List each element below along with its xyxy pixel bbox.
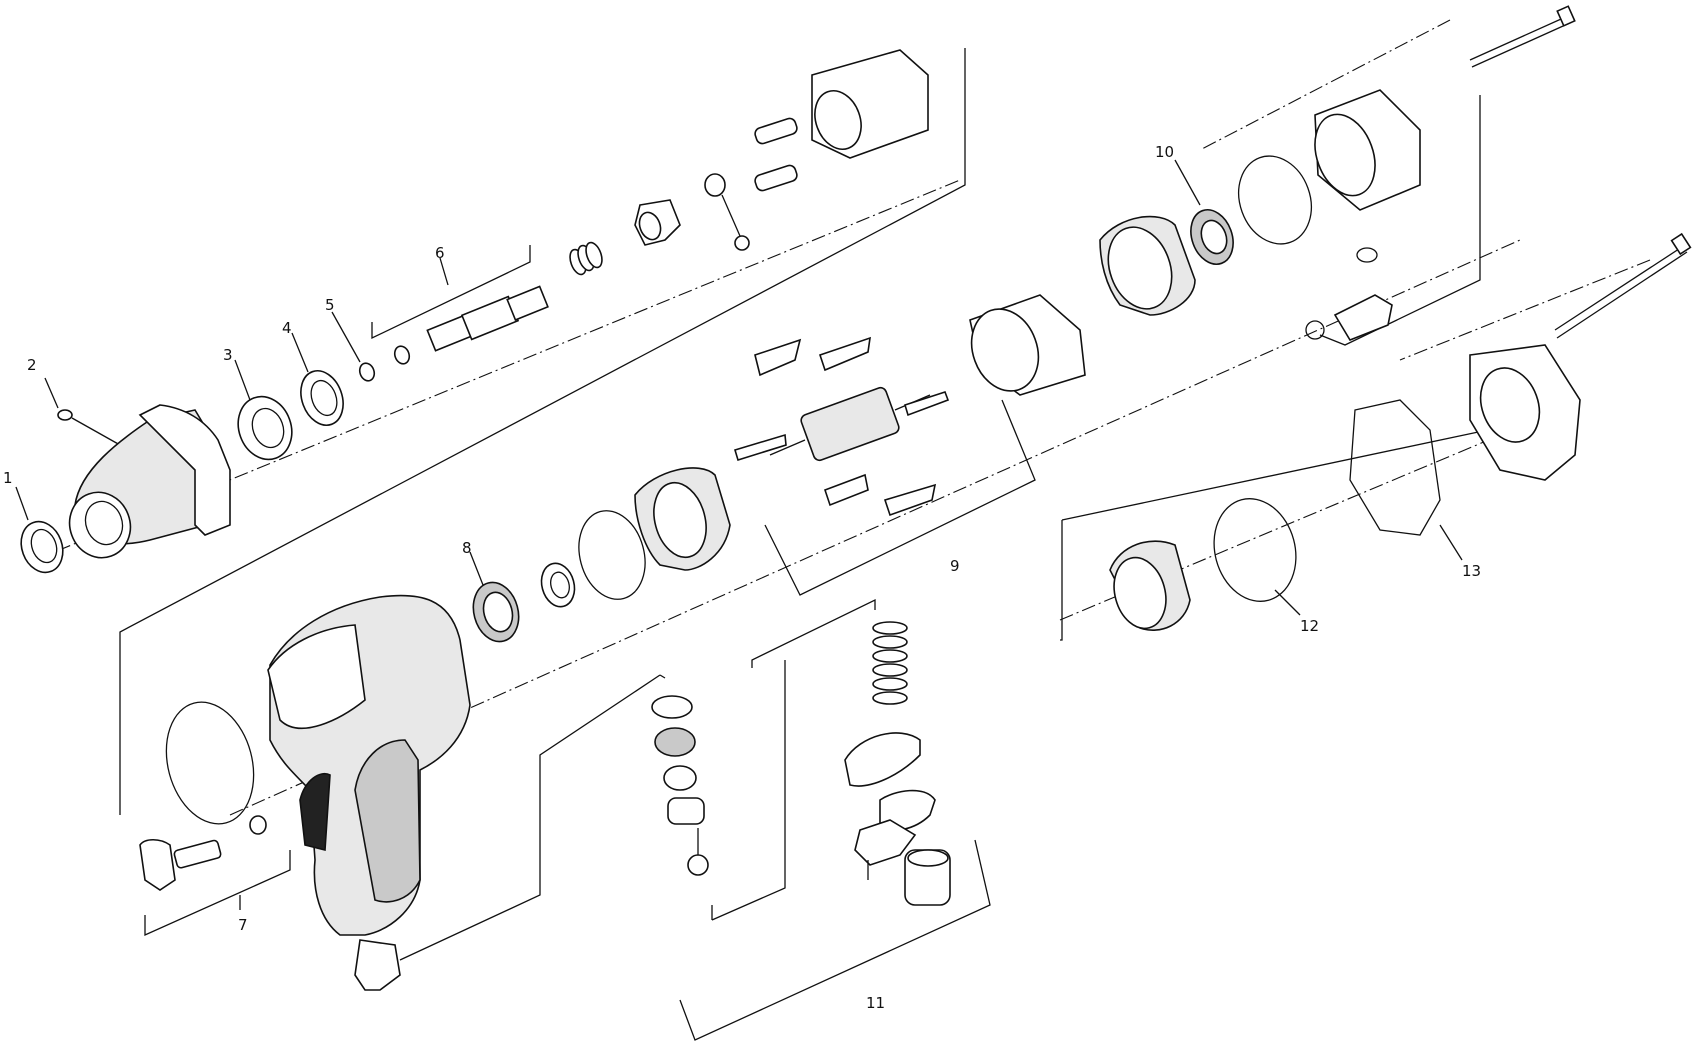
hammer-ball <box>704 173 750 251</box>
callout-11: 11 <box>866 994 885 1012</box>
callout-9: 9 <box>950 557 960 575</box>
part-12-o-ring <box>1213 498 1301 616</box>
part-10-bearing <box>1174 159 1234 265</box>
exhaust-deflector <box>1109 540 1191 631</box>
part-4-washer <box>291 332 344 426</box>
callout-8: 8 <box>462 539 472 557</box>
hammer-frame <box>811 49 929 159</box>
callout-1: 1 <box>3 469 13 487</box>
callout-5: 5 <box>325 296 335 314</box>
hammer-pins <box>754 117 798 192</box>
part-3-retainer <box>234 359 293 461</box>
cylinder <box>969 294 1086 396</box>
hammer-cam <box>634 199 681 246</box>
part-13-rear-cover <box>1349 344 1581 561</box>
part-1-seal <box>15 486 64 574</box>
rotor <box>769 386 931 462</box>
housing-bolts <box>1469 5 1692 339</box>
part-7-reverse-valve <box>139 815 267 910</box>
callout-13: 13 <box>1462 562 1481 580</box>
valve-gaskets <box>844 732 936 866</box>
rotor-vanes <box>734 336 950 517</box>
part-8-bearing <box>469 551 576 643</box>
motor-gasket <box>165 701 255 825</box>
rear-end-plate <box>1099 215 1196 316</box>
part-6-anvil <box>426 257 549 352</box>
rear-housing-cap <box>1314 89 1421 211</box>
front-end-plate <box>578 467 731 600</box>
callout-labels: 1 2 3 4 5 6 7 8 9 10 11 12 13 <box>3 143 1481 1012</box>
trigger-spring <box>872 621 908 705</box>
rear-gasket <box>1238 155 1312 245</box>
assembly-brackets <box>119 48 1536 1041</box>
motor-housing <box>267 594 471 991</box>
callout-4: 4 <box>282 319 292 337</box>
inlet-bushing <box>867 849 951 906</box>
hammer-case <box>68 404 231 559</box>
hammer-spring <box>569 241 603 276</box>
callout-12: 12 <box>1300 617 1319 635</box>
callout-6: 6 <box>435 244 445 262</box>
callout-10: 10 <box>1155 143 1174 161</box>
callout-2: 2 <box>27 356 37 374</box>
air-inlet-fitting <box>1305 247 1393 341</box>
part-5-o-ring <box>331 311 411 382</box>
part-2-bushing <box>44 377 121 446</box>
callout-3: 3 <box>223 346 233 364</box>
throttle-valve-parts <box>651 695 709 876</box>
callout-7: 7 <box>238 916 248 934</box>
